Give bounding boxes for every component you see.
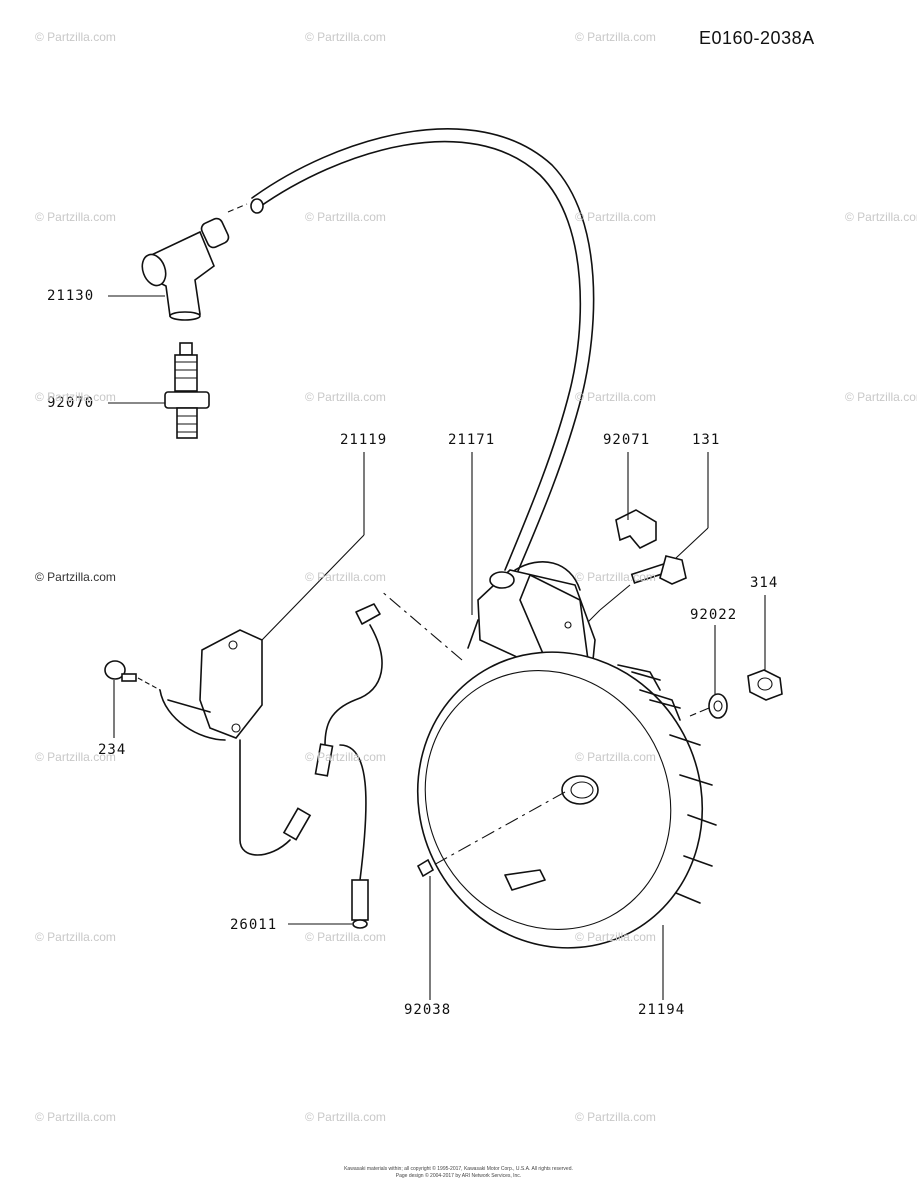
watermark: © Partzilla.com <box>35 1110 116 1124</box>
part-label-21194[interactable]: 21194 <box>638 1002 686 1018</box>
watermark: © Partzilla.com <box>35 750 116 764</box>
clip <box>615 509 657 549</box>
part-label-21119[interactable]: 21119 <box>340 432 388 448</box>
watermark: © Partzilla.com <box>35 210 116 224</box>
watermark: © Partzilla.com <box>575 390 656 404</box>
watermark: © Partzilla.com <box>575 750 656 764</box>
part-label-234[interactable]: 234 <box>98 742 127 758</box>
part-label-131[interactable]: 131 <box>692 432 721 448</box>
watermark: © Partzilla.com <box>35 930 116 944</box>
flywheel <box>416 651 717 949</box>
watermark: © Partzilla.com <box>845 390 917 404</box>
watermark: © Partzilla.com <box>845 210 917 224</box>
plug-cap <box>141 203 248 321</box>
watermark: © Partzilla.com <box>305 1110 386 1124</box>
copyright-line-1: Kawasaki materials within; all copyright… <box>344 1166 573 1172</box>
woodruff-key <box>416 858 435 878</box>
washer <box>689 693 728 719</box>
watermark: © Partzilla.com <box>575 930 656 944</box>
bolt <box>599 555 687 611</box>
watermark: © Partzilla.com <box>305 570 386 584</box>
watermark: © Partzilla.com <box>575 210 656 224</box>
watermark: © Partzilla.com <box>575 570 656 584</box>
part-label-92071[interactable]: 92071 <box>603 432 651 448</box>
leader-lines <box>108 295 766 1000</box>
spark-plug <box>164 342 210 439</box>
spark-plug-wire <box>250 128 595 579</box>
watermark-dark: © Partzilla.com <box>35 570 116 584</box>
part-label-92022[interactable]: 92022 <box>690 607 738 623</box>
copyright-line-2: Page design © 2004-2017 by ARI Network S… <box>395 1173 522 1179</box>
part-label-92038[interactable]: 92038 <box>404 1002 452 1018</box>
part-label-21130[interactable]: 21130 <box>47 288 95 304</box>
nut <box>747 669 783 701</box>
watermark: © Partzilla.com <box>305 210 386 224</box>
watermark: © Partzilla.com <box>35 30 116 44</box>
part-label-26011[interactable]: 26011 <box>230 917 278 933</box>
watermark: © Partzilla.com <box>305 750 386 764</box>
watermark: © Partzilla.com <box>305 390 386 404</box>
watermark: © Partzilla.com <box>305 30 386 44</box>
diagram-code: E0160-2038A <box>699 28 815 48</box>
watermark: © Partzilla.com <box>35 390 116 404</box>
watermark: © Partzilla.com <box>575 1110 656 1124</box>
part-label-92070[interactable]: 92070 <box>47 395 95 411</box>
screw <box>104 660 161 691</box>
lead-wires <box>282 603 383 929</box>
watermark: © Partzilla.com <box>305 930 386 944</box>
part-label-314[interactable]: 314 <box>750 575 779 591</box>
watermark: © Partzilla.com <box>575 30 656 44</box>
part-label-21171[interactable]: 21171 <box>448 432 496 448</box>
ignition-module <box>159 629 291 856</box>
